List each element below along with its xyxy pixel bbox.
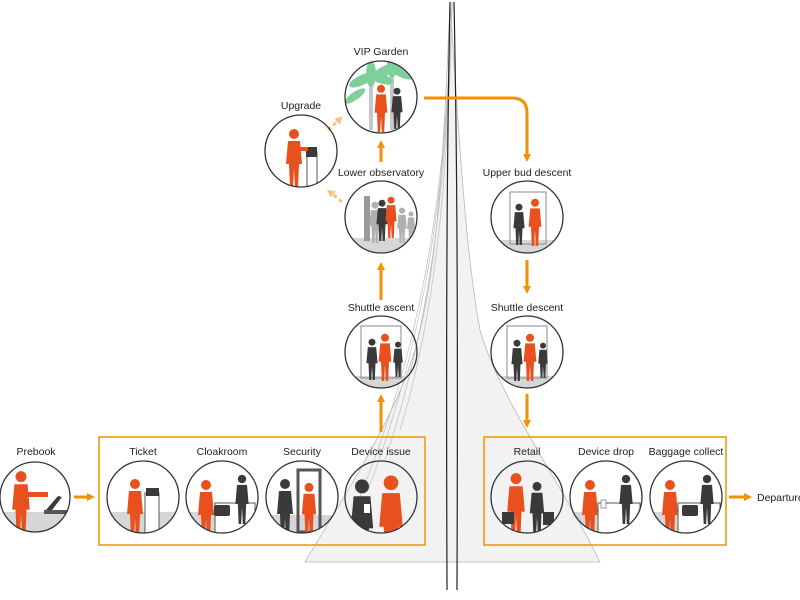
baggage-collect-icon (649, 460, 723, 534)
entry-process-box (98, 436, 426, 546)
station-retail: Retail (490, 446, 564, 534)
station-upper-bud-descent: Upper bud descent (483, 167, 572, 254)
security-icon (265, 460, 339, 534)
label-device-drop: Device drop (578, 446, 634, 458)
arrow-lower-to-upgrade (326, 189, 343, 204)
label-security: Security (283, 446, 322, 458)
label-prebook: Prebook (16, 446, 56, 458)
label-retail: Retail (514, 446, 541, 458)
upgrade-icon (264, 114, 338, 188)
shuttle-descent-icon (490, 315, 564, 389)
label-upgrade: Upgrade (281, 100, 321, 112)
label-upper-bud-descent: Upper bud descent (483, 167, 572, 179)
lower-observatory-icon (344, 180, 418, 254)
upper-bud-descent-icon (490, 180, 564, 254)
station-prebook: Prebook (0, 446, 71, 533)
arrow-upgrade-to-vip (326, 116, 343, 132)
flow-arrows (74, 96, 752, 501)
label-device-issue: Device issue (351, 446, 411, 458)
vip-garden-icon (344, 60, 418, 134)
label-lower-observatory: Lower observatory (338, 167, 425, 179)
cloakroom-icon (185, 460, 259, 534)
ticket-icon (106, 460, 180, 534)
device-drop-icon (569, 460, 643, 534)
station-shuttle-descent: Shuttle descent (490, 302, 564, 389)
station-device-drop: Device drop (569, 446, 643, 534)
station-ticket: Ticket (106, 446, 180, 534)
station-device-issue: Device issue (344, 446, 418, 534)
retail-icon (490, 460, 564, 534)
shuttle-ascent-icon (344, 315, 418, 389)
station-upgrade: Upgrade (264, 100, 338, 188)
label-shuttle-ascent: Shuttle ascent (348, 302, 415, 314)
station-lower-observatory: Lower observatory (338, 167, 425, 254)
device-issue-icon (344, 460, 418, 534)
station-vip-garden: VIP Garden (344, 46, 418, 134)
prebook-icon (0, 461, 71, 533)
label-vip-garden: VIP Garden (354, 46, 409, 58)
exit-process-box (483, 436, 727, 546)
station-security: Security (265, 446, 339, 534)
label-baggage-collect: Baggage collect (649, 446, 724, 458)
label-ticket: Ticket (129, 446, 157, 458)
label-departure: Departure (757, 492, 800, 504)
arrow-vip-to-upper-bud (424, 96, 531, 162)
station-cloakroom: Cloakroom (185, 446, 259, 534)
tower-silhouette (304, 1, 601, 591)
station-baggage-collect: Baggage collect (649, 446, 724, 534)
label-shuttle-descent: Shuttle descent (491, 302, 563, 314)
palm-trees (345, 61, 414, 130)
label-cloakroom: Cloakroom (197, 446, 248, 458)
